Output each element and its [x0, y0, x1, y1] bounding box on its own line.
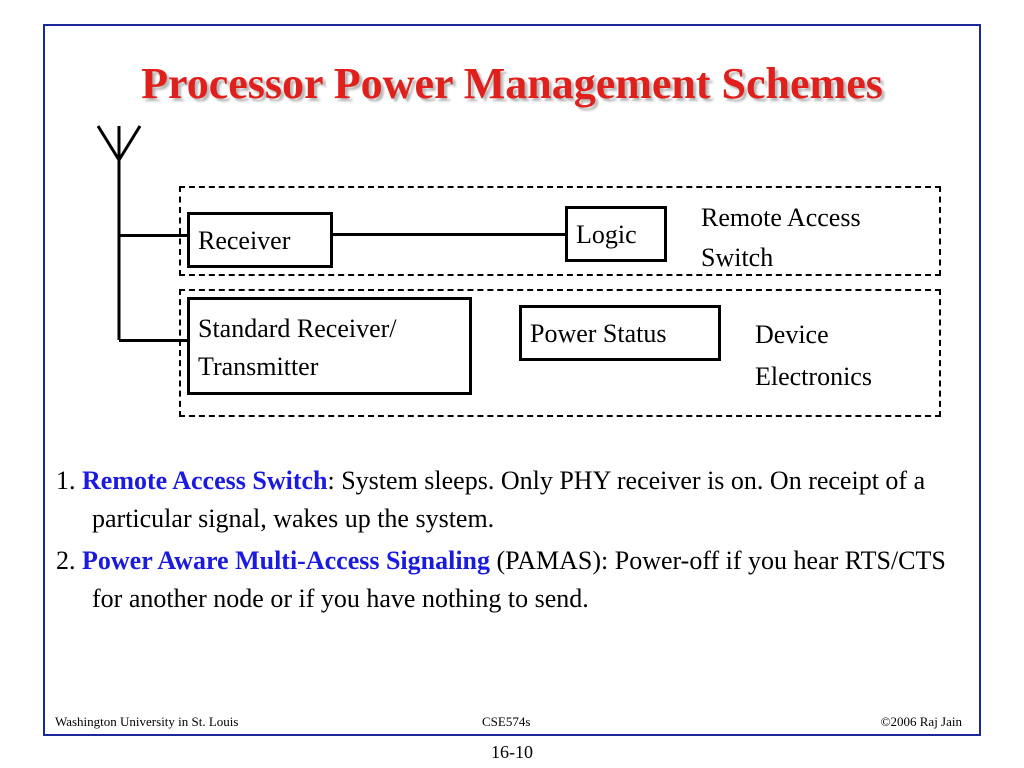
device-electronics-line-2: Electronics [755, 362, 872, 391]
bullet-list: 1. Remote Access Switch: System sleeps. … [56, 462, 966, 622]
receiver-label: Receiver [198, 226, 291, 255]
antenna-to-transmitter-wire [119, 339, 189, 342]
power-status-label: Power Status [530, 319, 667, 348]
device-electronics-group [179, 289, 941, 417]
antenna-icon [96, 125, 142, 340]
standard-receiver-line-2: Transmitter [198, 352, 319, 381]
standard-receiver-line-1: Standard Receiver/ [198, 314, 397, 343]
bullet-term: Remote Access Switch [82, 466, 328, 495]
bullet-item: 1. Remote Access Switch: System sleeps. … [56, 462, 966, 538]
logic-box: Logic [565, 206, 667, 262]
footer-left: Washington University in St. Louis [55, 714, 239, 729]
remote-access-label-line-1: Remote Access [701, 203, 861, 232]
device-electronics-line-1: Device [755, 320, 829, 349]
footer-right: ©2006 Raj Jain [880, 714, 962, 729]
logic-label: Logic [576, 220, 637, 249]
footer-center: CSE574s [482, 714, 531, 729]
bullet-number: 2. [56, 546, 82, 575]
slide-frame [43, 24, 981, 736]
remote-access-switch-label: Remote Access Switch [701, 198, 861, 278]
antenna-to-receiver-wire [119, 234, 189, 237]
bullet-text: : System sleeps. Only PHY receiver is on… [92, 466, 926, 533]
receiver-to-logic-wire [331, 233, 567, 236]
standard-receiver-box: Standard Receiver/ Transmitter [187, 297, 472, 395]
bullet-item: 2. Power Aware Multi-Access Signaling (P… [56, 542, 966, 618]
bullet-term: Power Aware Multi-Access Signaling [82, 546, 491, 575]
device-electronics-label: Device Electronics [755, 314, 872, 398]
bullet-text: (PAMAS): Power-off if you hear RTS/CTS f… [92, 546, 946, 613]
slide-title: Processor Power Management Schemes [141, 59, 883, 108]
bullet-number: 1. [56, 466, 82, 495]
remote-access-switch-group [179, 186, 941, 276]
receiver-box: Receiver [187, 212, 333, 268]
power-status-box: Power Status [519, 305, 721, 361]
remote-access-label-line-2: Switch [701, 243, 774, 272]
page-number: 16-10 [491, 742, 533, 762]
